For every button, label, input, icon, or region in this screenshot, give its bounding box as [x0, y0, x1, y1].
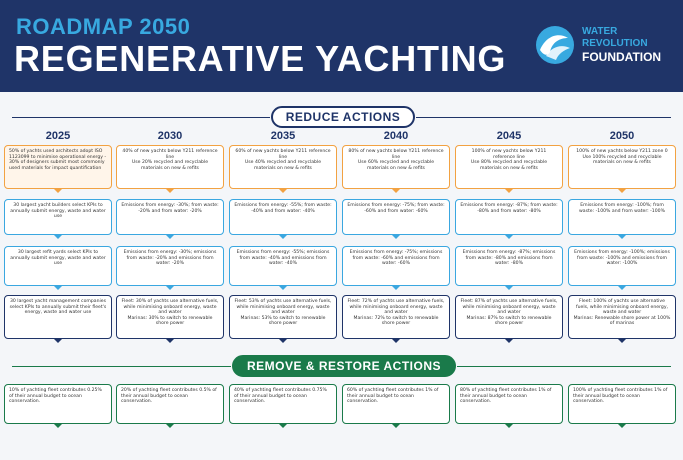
builders-2045: Emissions from energy: -87%; from waste:… [455, 199, 563, 239]
refit-2045: Emissions from energy: -87%; emissions f… [455, 246, 563, 290]
restore-2040: 60% of yachting fleet contributes 1% of … [342, 384, 450, 428]
builders-2050: Emissions from energy: -100%; from waste… [568, 199, 676, 239]
restore-2045: 80% of yachting fleet contributes 1% of … [455, 384, 563, 428]
fleet-2035: Fleet: 53% of yachts use alternative fue… [229, 295, 337, 343]
restore-2025: 10% of yachting fleet contributes 0.25% … [4, 384, 112, 428]
fleet-2050: Fleet: 100% of yachts use alternative fu… [568, 295, 676, 343]
refit-2035: Emissions from energy: -55%; emissions f… [229, 246, 337, 290]
restore-2030: 20% of yachting fleet contributes 0.5% o… [116, 384, 224, 428]
header-banner: ROADMAP 2050 REGENERATIVE YACHTING WATER… [0, 0, 683, 92]
materials-2050: 100% of new yachts below Y211 zone 0 Use… [568, 145, 676, 193]
reduce-divider-right [416, 117, 671, 118]
remove-divider-left [12, 366, 231, 367]
refit-2030: Emissions from energy: -30%; emissions f… [116, 246, 224, 290]
refit-2040: Emissions from energy: -75%; emissions f… [342, 246, 450, 290]
refit-2025: 30 largest refit yards select KPIs to an… [4, 246, 112, 290]
materials-2025: 50% of yachts used architects adopt ISO … [4, 145, 112, 193]
fleet-2030: Fleet: 30% of yachts use alternative fue… [116, 295, 224, 343]
builders-2025: 30 largest yacht builders select KPIs to… [4, 199, 112, 239]
wave-icon [536, 26, 574, 64]
page-title: REGENERATIVE YACHTING [14, 38, 507, 79]
logo-wordmark: WATER REVOLUTION FOUNDATION [582, 26, 661, 63]
logo-line-2: REVOLUTION [582, 38, 648, 49]
year-2045: 2045 [496, 130, 522, 142]
year-2050: 2050 [609, 130, 635, 142]
year-2030: 2030 [157, 130, 183, 142]
builders-2035: Emissions from energy: -55%; from waste:… [229, 199, 337, 239]
materials-2035: 60% of new yachts below Y211 reference l… [229, 145, 337, 193]
water-revolution-logo[interactable]: WATER REVOLUTION FOUNDATION [536, 24, 676, 68]
logo-line-1: WATER [582, 26, 618, 37]
fleet-2045: Fleet: 87% of yachts use alternative fue… [455, 295, 563, 343]
materials-2030: 40% of new yachts below Y211 reference l… [116, 145, 224, 193]
materials-2045: 100% of new yachts below Y211 reference … [455, 145, 563, 193]
logo-line-3: FOUNDATION [582, 50, 662, 64]
fleet-2040: Fleet: 72% of yachts use alternative fue… [342, 295, 450, 343]
reduce-actions-heading: REDUCE ACTIONS [271, 106, 415, 128]
remove-restore-heading: REMOVE & RESTORE ACTIONS [232, 355, 456, 377]
year-2035: 2035 [270, 130, 296, 142]
refit-2050: Emissions from energy: -100%; emissions … [568, 246, 676, 290]
remove-divider-right [457, 366, 671, 367]
restore-2035: 40% of yachting fleet contributes 0.75% … [229, 384, 337, 428]
fleet-2025: 30 largest yacht management companies se… [4, 295, 112, 343]
year-2040: 2040 [383, 130, 409, 142]
restore-2050: 100% of yachting fleet contributes 1% of… [568, 384, 676, 428]
materials-2040: 80% of new yachts below Y211 reference l… [342, 145, 450, 193]
builders-2040: Emissions from energy: -75%; from waste:… [342, 199, 450, 239]
builders-2030: Emissions from energy: -30%; from waste:… [116, 199, 224, 239]
roadmap-subtitle: ROADMAP 2050 [16, 14, 191, 39]
year-2025: 2025 [45, 130, 71, 142]
reduce-divider-left [12, 117, 270, 118]
